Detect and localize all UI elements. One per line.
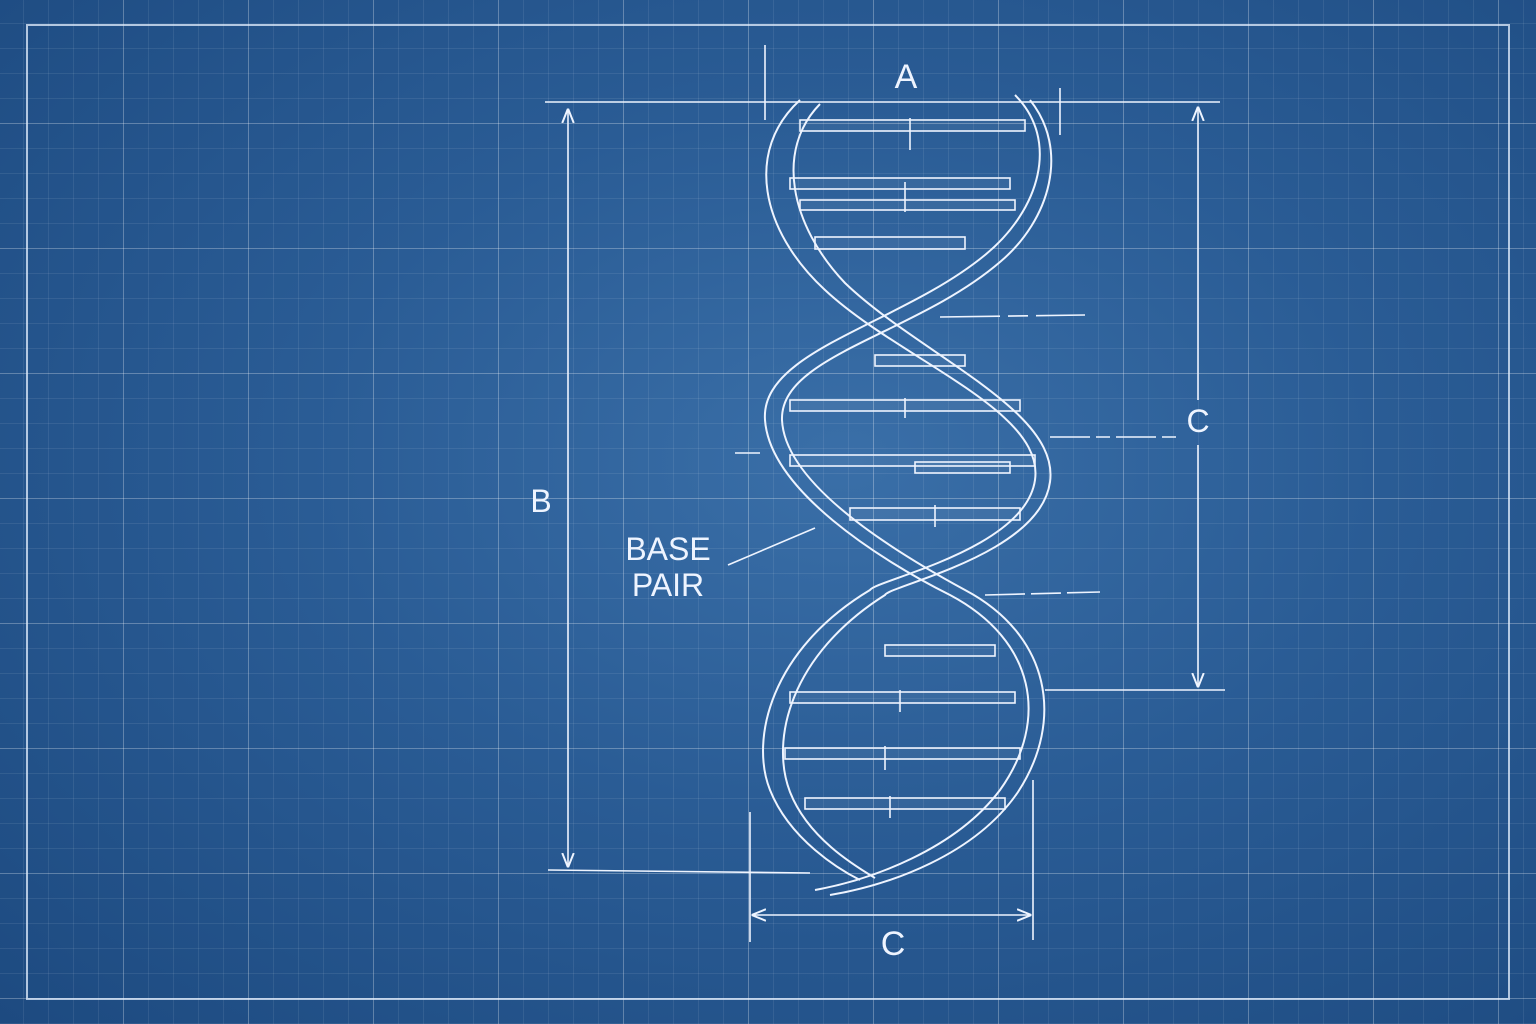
blueprint-frame <box>26 24 1510 1000</box>
dimension-b <box>547 110 811 874</box>
rung <box>799 119 1026 132</box>
rung <box>789 177 1011 190</box>
rung <box>804 797 1006 810</box>
backbone-strand-left <box>762 99 1052 881</box>
rung <box>884 644 996 657</box>
label-c-right: C <box>1186 403 1209 439</box>
base-pair-leader <box>727 527 816 566</box>
rung <box>789 691 1016 704</box>
rung <box>799 199 1016 211</box>
dimension-a <box>545 45 1220 135</box>
rung <box>789 454 1036 467</box>
backbone-strand-right <box>763 94 1053 896</box>
base-pair-rungs <box>784 118 1036 818</box>
label-base-pair-line1: BASE <box>625 531 710 567</box>
dimension-c-bottom <box>749 780 1034 942</box>
label-a: A <box>895 58 918 96</box>
label-base-pair-line2: PAIR <box>632 567 704 603</box>
label-b: B <box>530 483 551 519</box>
rung <box>914 461 1011 474</box>
rung <box>784 747 1021 760</box>
rung <box>814 236 966 250</box>
label-c-bottom: C <box>881 925 906 963</box>
rung <box>874 354 966 367</box>
dimension-c-right <box>735 108 1225 691</box>
